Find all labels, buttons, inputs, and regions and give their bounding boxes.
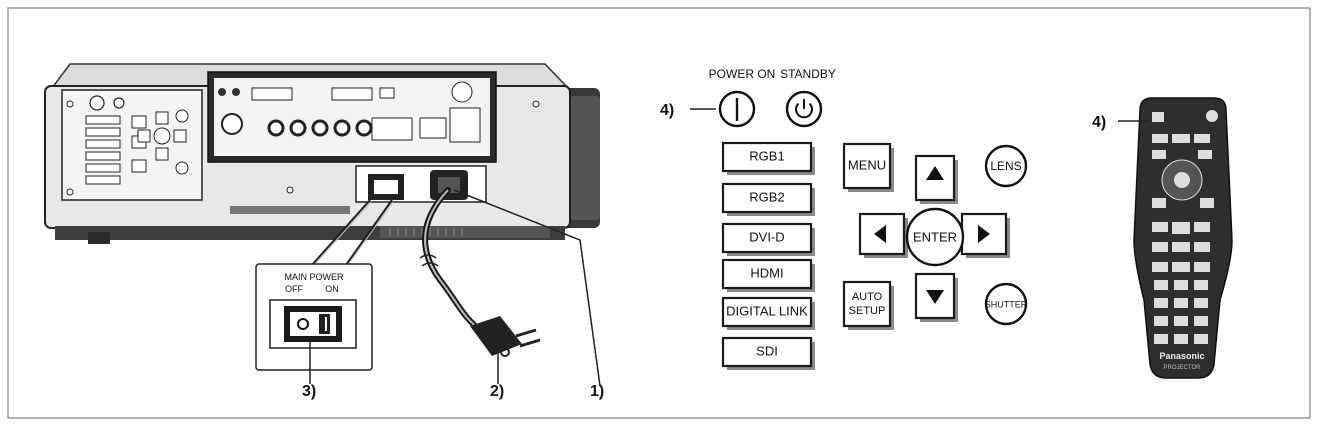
figure-frame [7,7,1311,419]
up-arrow-icon [926,166,944,180]
callout-4-remote: 4) [1092,114,1106,131]
power-cord [419,187,541,357]
main-power-off-label: OFF [285,284,303,294]
callout-1: 1) [590,383,604,400]
projector-illustration [44,63,600,244]
standby-power-icon [795,99,813,119]
lens-button[interactable]: LENS [984,144,1028,188]
control-panel: POWER ON STANDBY 4) RGB1 RGB2 [660,67,1028,370]
menu-label: MENU [848,157,886,172]
right-arrow-icon [978,225,990,243]
standby-button[interactable] [785,90,823,128]
input-rgb1-label: RGB1 [749,148,784,163]
input-sdi-label: SDI [756,343,778,358]
shutter-button[interactable]: SHUTTER [985,282,1028,326]
callout-2: 2) [490,383,504,400]
power-on-button[interactable] [718,90,756,128]
power-plug [470,316,522,356]
main-power-title: MAIN POWER [284,272,344,282]
auto-setup-label-1: AUTO [852,291,883,303]
enter-button[interactable]: ENTER [905,207,965,267]
power-on-label: POWER ON [709,67,776,81]
shutter-label: SHUTTER [985,299,1028,309]
input-rgb2-button[interactable]: RGB2 [721,182,815,216]
right-arrow-button[interactable] [960,212,1010,258]
remote-control: Panasonic PROJECTOR [1133,97,1233,379]
input-rgb1-button[interactable]: RGB1 [721,141,815,175]
remote-brand: Panasonic [1159,351,1204,361]
main-power-closeup: MAIN POWER OFF ON [255,263,373,371]
left-arrow-button[interactable] [858,212,908,258]
main-power-on-label: ON [325,284,339,294]
left-arrow-icon [874,225,886,243]
up-arrow-button[interactable] [914,154,958,204]
input-rgb2-label: RGB2 [749,189,784,204]
input-sdi-button[interactable]: SDI [721,336,815,370]
remote-sub: PROJECTOR [1164,365,1202,371]
auto-setup-button[interactable]: AUTO SETUP [842,280,894,330]
input-hdmi-label: HDMI [750,265,783,280]
menu-button[interactable]: MENU [842,142,894,192]
input-digital-link-button[interactable]: DIGITAL LINK [721,296,815,330]
down-arrow-button[interactable] [914,272,958,322]
switch-off-mark [297,318,309,330]
input-dvid-label: DVI-D [749,229,784,244]
callout-3: 3) [302,383,316,400]
input-digital-link-label: DIGITAL LINK [726,303,808,318]
down-arrow-icon [926,290,944,304]
lens-label: LENS [990,159,1021,173]
input-dvid-button[interactable]: DVI-D [721,222,815,256]
enter-label: ENTER [913,229,957,244]
callout-4-panel: 4) [660,102,674,119]
auto-setup-label-2: SETUP [849,305,886,317]
standby-label: STANDBY [780,67,836,81]
input-hdmi-button[interactable]: HDMI [721,258,815,292]
